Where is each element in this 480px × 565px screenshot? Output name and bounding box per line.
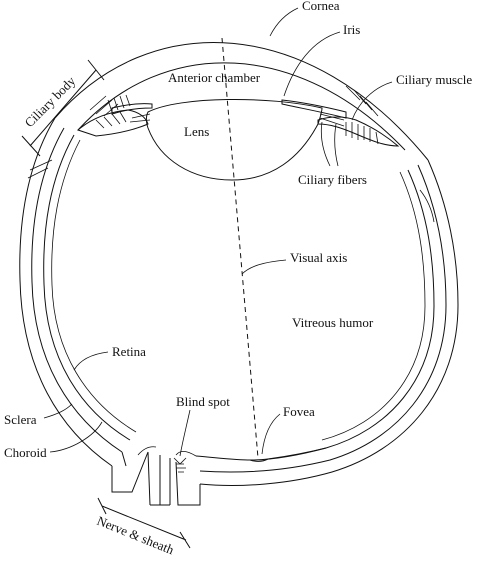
- label-sclera: Sclera: [4, 412, 37, 427]
- blind-spot-marks: [173, 457, 187, 473]
- leader-blind-spot: [179, 409, 191, 457]
- lens: [146, 98, 323, 181]
- ciliary-body-left: [77, 109, 149, 137]
- leader-choroid: [49, 421, 103, 453]
- leader-sclera: [43, 403, 73, 419]
- optic-nerve-core: [147, 451, 171, 506]
- choroid-outline: [31, 127, 447, 473]
- ciliary-body-right: [317, 116, 400, 147]
- ciliary-body-bracket: [21, 59, 105, 157]
- retina-outline: [43, 134, 435, 461]
- label-cornea: Cornea: [302, 0, 340, 13]
- label-ciliary-fibers: Ciliary fibers: [298, 172, 367, 187]
- label-anterior-chamber: Anterior chamber: [168, 70, 261, 85]
- label-lens: Lens: [184, 124, 209, 139]
- ciliary-fibers-left: [129, 113, 151, 123]
- cornea-inner: [77, 62, 406, 151]
- retina-inner-layer: [51, 139, 426, 441]
- ciliary-processes-left: [95, 94, 131, 129]
- label-visual-axis: Visual axis: [290, 250, 347, 265]
- ciliary-processes-right: [345, 122, 379, 145]
- optic-nerve-sheath: [111, 451, 201, 506]
- nerve-sheath-bracket: [97, 497, 191, 549]
- label-fovea: Fovea: [283, 404, 315, 419]
- leader-iris: [283, 31, 341, 97]
- leader-ciliary-muscle: [351, 81, 393, 121]
- sclera-outline: [19, 117, 459, 486]
- label-blind-spot: Blind spot: [176, 394, 230, 409]
- leader-fovea: [261, 413, 281, 455]
- label-choroid: Choroid: [4, 445, 47, 460]
- iris-left: [111, 103, 153, 115]
- visual-axis-line: [221, 37, 259, 459]
- label-vitreous-humor: Vitreous humor: [292, 315, 374, 330]
- leader-cornea: [269, 7, 299, 37]
- ciliary-fibers-right: [319, 113, 345, 127]
- cornea-outer: [54, 42, 429, 161]
- leader-retina: [73, 351, 109, 371]
- label-iris: Iris: [343, 22, 360, 37]
- leader-ciliary-fibers: [320, 121, 339, 167]
- label-retina: Retina: [112, 344, 146, 359]
- leader-visual-axis: [241, 259, 287, 275]
- fovea-pit: [195, 447, 327, 462]
- label-ciliary-muscle: Ciliary muscle: [396, 72, 472, 87]
